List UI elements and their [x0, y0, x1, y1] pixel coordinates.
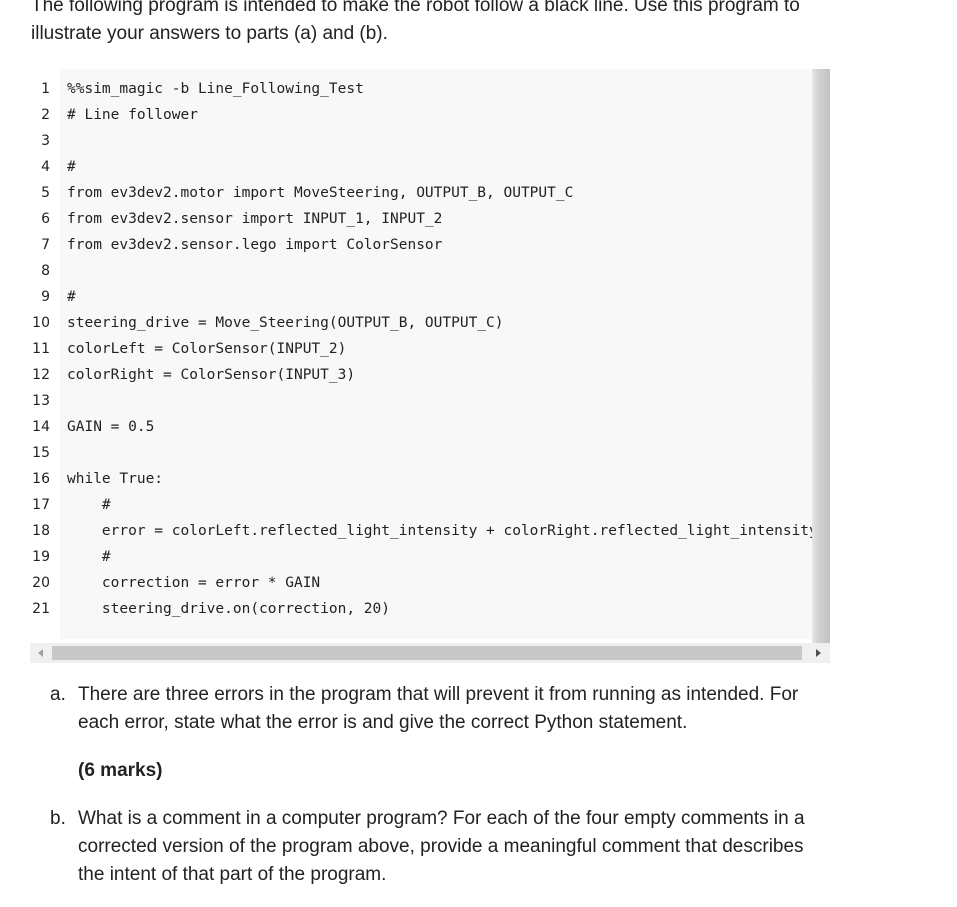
question-a-marker: a. — [50, 684, 66, 705]
code-line: 5 from ev3dev2.motor import MoveSteering,… — [30, 180, 573, 206]
vertical-scrollbar[interactable] — [812, 69, 830, 663]
line-number: 2 — [41, 107, 50, 123]
code-text: from ev3dev2.motor import MoveSteering, … — [67, 185, 574, 201]
line-number: 13 — [32, 393, 50, 409]
line-number: 9 — [41, 289, 50, 305]
line-number: 10 — [32, 315, 50, 331]
code-text: # — [67, 549, 111, 565]
code-line: 3 — [30, 128, 50, 154]
code-line: 8 — [30, 258, 50, 284]
line-number: 17 — [32, 497, 50, 513]
line-number: 16 — [32, 471, 50, 487]
code-text: steering_drive.on(correction, 20) — [67, 601, 391, 617]
line-number: 20 — [32, 575, 50, 591]
line-number: 11 — [32, 341, 50, 357]
code-line: 15 — [30, 440, 50, 466]
scroll-left-arrow-icon[interactable] — [38, 649, 43, 657]
line-number: 14 — [32, 419, 50, 435]
line-number: 15 — [32, 445, 50, 461]
line-number: 12 — [32, 367, 50, 383]
code-line: 11 colorLeft = ColorSensor(INPUT_2) — [30, 336, 346, 362]
code-line: 9# — [30, 284, 76, 310]
code-text: correction = error * GAIN — [67, 575, 321, 591]
code-line: 19 # — [30, 544, 110, 570]
code-text: %%sim_magic -b Line_Following_Test — [67, 81, 364, 97]
code-text: from ev3dev2.sensor import INPUT_1, INPU… — [67, 211, 443, 227]
code-text: steering_drive = Move_Steering(OUTPUT_B,… — [67, 315, 504, 331]
question-b-marker: b. — [50, 808, 66, 829]
code-line: 6 from ev3dev2.sensor import INPUT_1, INP… — [30, 206, 442, 232]
question-a-text: There are three errors in the program th… — [78, 684, 799, 733]
code-line: 21 steering_drive.on(correction, 20) — [30, 596, 390, 622]
code-text: # Line follower — [67, 107, 198, 123]
code-text: # — [67, 289, 76, 305]
line-number: 19 — [32, 549, 50, 565]
question-a: a. There are three errors in the program… — [48, 681, 828, 785]
line-number: 18 — [32, 523, 50, 539]
code-text: colorLeft = ColorSensor(INPUT_2) — [67, 341, 347, 357]
question-b-text: What is a comment in a computer program?… — [78, 808, 805, 885]
code-text: error = colorLeft.reflected_light_intens… — [67, 523, 812, 539]
line-number: 8 — [41, 263, 50, 279]
line-number: 21 — [32, 601, 50, 617]
code-line: 2 # Line follower — [30, 102, 198, 128]
code-text: # — [67, 497, 111, 513]
code-line: 7 from ev3dev2.sensor.lego import ColorSe… — [30, 232, 442, 258]
code-block: 1 %%sim_magic -b Line_Following_Test 2 # Li… — [30, 69, 830, 663]
code-line: 13 — [30, 388, 50, 414]
code-text: colorRight = ColorSensor(INPUT_3) — [67, 367, 356, 383]
code-line: 10 steering_drive = Move_Steering(OUTPUT_… — [30, 310, 503, 336]
line-number: 5 — [41, 185, 50, 201]
scroll-right-arrow-icon[interactable] — [816, 649, 821, 657]
scrollbar-thumb[interactable] — [52, 646, 802, 660]
line-number: 3 — [41, 133, 50, 149]
code-line: 16 while True: — [30, 466, 163, 492]
line-number: 1 — [41, 81, 50, 97]
question-b: b. What is a comment in a computer progr… — [48, 805, 828, 889]
code-text: # — [67, 159, 76, 175]
horizontal-scrollbar[interactable] — [30, 643, 830, 663]
code-text: while True: — [67, 471, 164, 487]
intro-text: The following program is intended to mak… — [31, 0, 800, 44]
code-text: GAIN = 0.5 — [67, 419, 155, 435]
line-number: 7 — [41, 237, 50, 253]
line-number: 6 — [41, 211, 50, 227]
code-line: 20 correction = error * GAIN — [30, 570, 320, 596]
code-line: 4# — [30, 154, 76, 180]
code-line: 17 # — [30, 492, 110, 518]
line-number: 4 — [41, 159, 50, 175]
code-line: 1 %%sim_magic -b Line_Following_Test — [30, 76, 364, 102]
question-list: a. There are three errors in the program… — [48, 681, 828, 889]
code-area[interactable]: 1 %%sim_magic -b Line_Following_Test 2 # Li… — [30, 69, 812, 639]
line-number-gutter — [30, 69, 60, 639]
question-a-marks: (6 marks) — [78, 760, 163, 781]
code-line: 14 GAIN = 0.5 — [30, 414, 154, 440]
code-line: 18 error = colorLeft.reflected_light_int… — [30, 518, 812, 544]
code-text: from ev3dev2.sensor.lego import ColorSen… — [67, 237, 443, 253]
code-line: 12 colorRight = ColorSensor(INPUT_3) — [30, 362, 355, 388]
